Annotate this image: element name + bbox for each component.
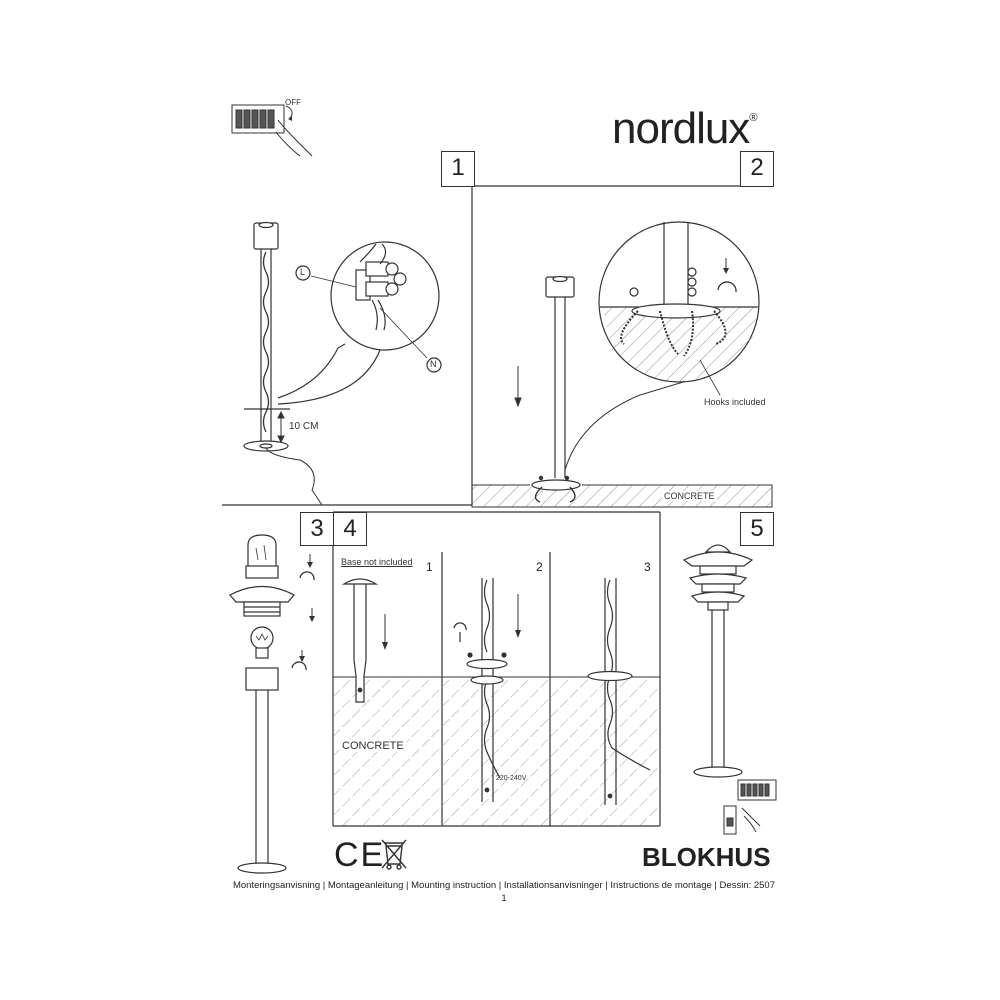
step1-post: [243, 221, 323, 506]
step-number-4: 4: [333, 512, 367, 546]
step5-finished-lamp: [682, 544, 754, 778]
hooks-included-label: Hooks included: [704, 397, 766, 407]
step-number-3: 3: [300, 512, 334, 546]
measure-label: 10 CM: [289, 421, 319, 432]
weee-icon: [381, 839, 407, 870]
live-label-circle: [295, 265, 311, 281]
step2-concrete-label: CONCRETE: [662, 491, 717, 501]
brand-logo: nordlux®: [612, 104, 757, 154]
brand-registered-mark: ®: [749, 112, 757, 124]
sub-step-3: 3: [644, 560, 651, 574]
footer-languages: Monteringsanvisning | Montageanleitung |…: [232, 880, 775, 891]
neutral-label-circle: [426, 357, 442, 373]
base-not-included-label: Base not included: [341, 557, 413, 567]
brand-name: nordlux: [612, 104, 750, 153]
hooks-detail: [598, 221, 760, 396]
ce-mark: CE: [334, 836, 386, 874]
off-label: OFF: [285, 98, 301, 107]
measure-arrow: [277, 410, 285, 444]
step4-concrete-label: CONCRETE: [340, 740, 406, 752]
page-number: 1: [501, 893, 507, 904]
step-number-2: 2: [740, 151, 774, 187]
neutral-label: N: [430, 359, 437, 369]
sub-step-1: 1: [426, 560, 433, 574]
voltage-label: 220-240V: [496, 775, 527, 782]
step4-sub1-anchor: [341, 578, 388, 703]
power-on-icon: [723, 779, 777, 835]
ground-section: [471, 475, 773, 508]
step4-sub3-anchor: [587, 578, 651, 805]
sub-step-2: 2: [536, 560, 543, 574]
live-label: L: [300, 267, 306, 277]
step-number-1: 1: [441, 151, 475, 187]
power-off-icon: [231, 104, 313, 157]
connector-detail: [277, 241, 442, 405]
step3-assembly: [229, 534, 315, 874]
step4-sub2-anchor: [453, 578, 521, 802]
down-arrow: [514, 366, 522, 408]
step-number-5: 5: [740, 512, 774, 546]
product-name: BLOKHUS: [642, 842, 771, 872]
